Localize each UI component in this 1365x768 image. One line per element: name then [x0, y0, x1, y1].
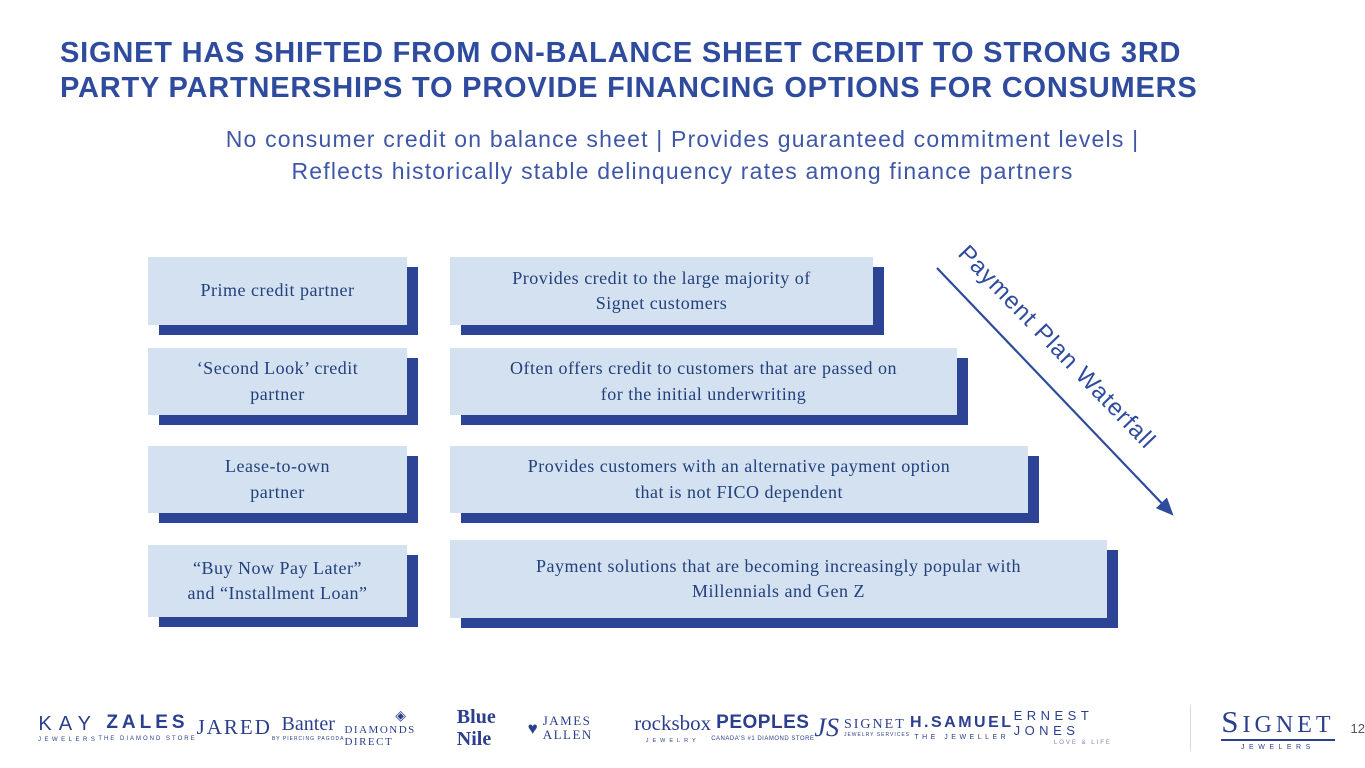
partner-box-lease-to-own: Lease-to-own partner	[148, 446, 407, 513]
logo-kay: KAY JEWELERS	[38, 713, 98, 744]
description-box-lease-to-own: Provides customers with an alternative p…	[450, 446, 1028, 513]
logo-blue-nile: Blue Nile	[457, 706, 528, 750]
logo-diamonds-direct: ◈ DIAMONDS DIRECT	[344, 708, 456, 748]
partner-box-prime: Prime credit partner	[148, 257, 407, 325]
signet-jewelers-wordmark: SIGNET	[1221, 703, 1335, 741]
logo-ernest-jones-wordmark: ERNEST JONES	[1013, 708, 1094, 738]
heart-icon: ♥	[527, 718, 538, 738]
logo-rocksbox-wordmark: rocksbox	[634, 711, 712, 736]
logo-kay-tagline: JEWELERS	[38, 736, 99, 743]
partner-box-label: ‘Second Look’ credit partner	[196, 358, 359, 404]
logo-zales: ZALES THE DIAMOND STORE	[98, 712, 197, 743]
logo-jared-wordmark: JARED	[196, 715, 272, 740]
logo-james-allen: ♥ JAMES ALLEN	[527, 712, 635, 743]
logo-jared: JARED	[197, 716, 272, 739]
signet-jewelers-logo: SIGNET JEWELERS	[1221, 703, 1335, 751]
footer-divider	[1190, 705, 1192, 751]
logo-zales-wordmark: ZALES	[106, 712, 189, 734]
slide-subtitle: No consumer credit on balance sheet | Pr…	[225, 126, 1140, 184]
logo-peoples: PEOPLES CANADA'S #1 DIAMOND STORE	[711, 712, 815, 743]
logo-h-samuel: H.SAMUEL THE JEWELLER	[910, 714, 1014, 741]
description-box-prime: Provides credit to the large majority of…	[450, 257, 873, 325]
logo-js-signet-wordmark: SIGNET	[843, 717, 906, 733]
waterfall-label: Payment Plan Waterfall	[952, 240, 1161, 455]
logo-ernest-jones-tagline: LOVE & LIFE	[1053, 740, 1112, 746]
logo-rocksbox: rocksbox JEWELRY	[634, 711, 712, 744]
logo-h-samuel-tagline: THE JEWELLER	[914, 733, 1010, 741]
partner-box-bnpl: “Buy Now Pay Later” and “Installment Loa…	[148, 545, 407, 617]
description-box-label: Payment solutions that are becoming incr…	[536, 555, 1021, 601]
logo-peoples-wordmark: PEOPLES	[716, 712, 810, 734]
logo-zales-tagline: THE DIAMOND STORE	[98, 736, 197, 743]
logo-h-samuel-wordmark: H.SAMUEL	[910, 714, 1014, 732]
description-box-bnpl: Payment solutions that are becoming incr…	[450, 540, 1107, 618]
slide-title: SIGNET HAS SHIFTED FROM ON-BALANCE SHEET…	[60, 37, 1198, 105]
logo-peoples-tagline: CANADA'S #1 DIAMOND STORE	[711, 736, 815, 743]
partner-box-second-look: ‘Second Look’ credit partner	[148, 348, 407, 415]
logo-js-signet-tagline: JEWELRY SERVICES	[843, 732, 910, 739]
page-number: 12	[1350, 720, 1365, 736]
description-box-label: Often offers credit to customers that ar…	[509, 358, 898, 404]
partner-box-label: “Buy Now Pay Later” and “Installment Loa…	[187, 557, 368, 603]
diamond-icon: ◈	[395, 706, 407, 723]
logo-kay-wordmark: KAY	[38, 712, 98, 735]
footer: KAY JEWELERS ZALES THE DIAMOND STORE JAR…	[0, 688, 1365, 768]
logo-banter-wordmark: Banter	[281, 713, 335, 736]
logo-banter-tagline: BY PIERCING PAGODA	[271, 736, 345, 743]
logo-signet-jewelry-services: JS SIGNET JEWELRY SERVICES	[814, 715, 910, 741]
partner-box-label: Lease-to-own partner	[225, 456, 330, 502]
logo-js-monogram: JS	[814, 713, 839, 742]
description-box-second-look: Often offers credit to customers that ar…	[450, 348, 957, 415]
brand-logo-strip: KAY JEWELERS ZALES THE DIAMOND STORE JAR…	[38, 706, 1152, 750]
signet-jewelers-tagline: JEWELERS	[1241, 743, 1315, 751]
logo-james-allen-wordmark: JAMES ALLEN	[542, 712, 593, 742]
logo-blue-nile-wordmark: Blue Nile	[456, 706, 496, 750]
logo-rocksbox-tagline: JEWELRY	[645, 737, 700, 744]
description-box-label: Provides customers with an alternative p…	[527, 456, 951, 502]
partner-box-label: Prime credit partner	[200, 280, 355, 301]
logo-ernest-jones: ERNEST JONES LOVE & LIFE	[1014, 709, 1153, 746]
logo-banter: Banter BY PIERCING PAGODA	[272, 713, 345, 743]
description-box-label: Provides credit to the large majority of…	[512, 267, 811, 313]
logo-diamonds-direct-wordmark: DIAMONDS DIRECT	[344, 723, 416, 748]
